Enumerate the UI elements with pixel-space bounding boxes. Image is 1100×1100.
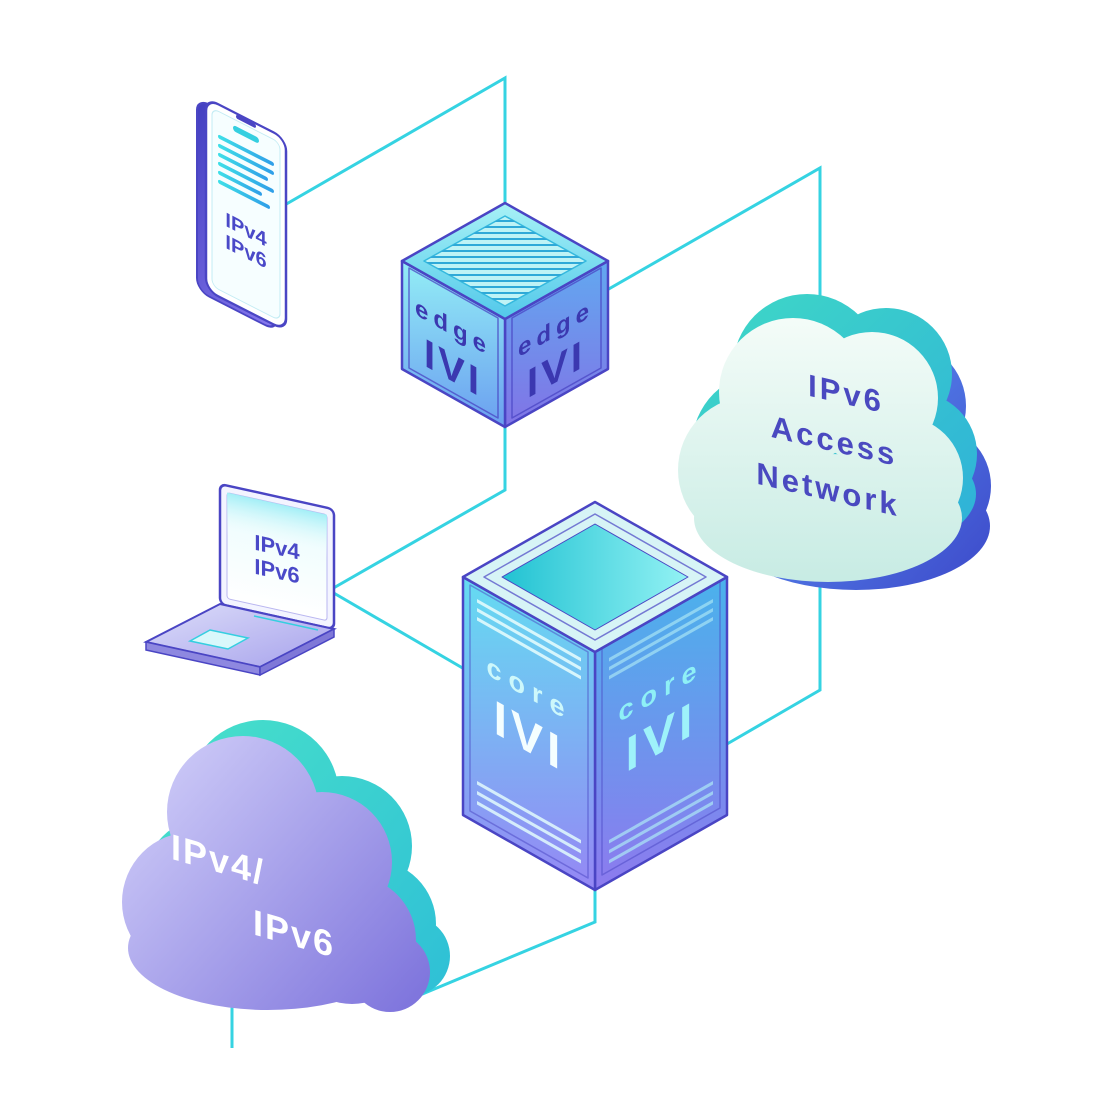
edge-cube-left-inset-border <box>408 267 499 419</box>
edge-router-cube: edge IVI edge IVI <box>400 201 610 429</box>
core-top-panel <box>501 523 689 631</box>
core-right-bottom-vents <box>609 780 713 864</box>
smartphone: IPv4 IPv6 <box>196 101 288 328</box>
core-left-bottom-vents <box>477 780 581 864</box>
access-cloud-body <box>678 318 963 582</box>
core-left-top-vents <box>477 598 581 680</box>
link-core-dualstackcloud <box>407 884 597 1002</box>
core-right-inset-border <box>601 580 721 876</box>
phone-notch <box>236 115 256 128</box>
laptop-screen-glow <box>227 492 327 559</box>
ipv4-ipv6-cloud: IPv4/ IPv6 <box>122 720 450 1012</box>
phone-screen-lines <box>218 134 274 209</box>
core-router-box: core IVI core IVI <box>461 500 729 892</box>
laptop-base-right <box>259 627 335 677</box>
ipv6-access-cloud: IPv6 Access Network <box>678 294 991 590</box>
core-top-mid-border <box>483 513 707 641</box>
dual-cloud-body <box>122 736 430 1012</box>
core-right-top-vents <box>609 598 713 680</box>
phone-screen <box>211 110 281 319</box>
phone-speaker <box>233 125 259 143</box>
core-left-inset-border <box>469 584 589 879</box>
edge-cube-right-inset-border <box>511 267 602 419</box>
laptop-deck-line <box>253 615 319 631</box>
laptop-trackpad <box>187 629 251 650</box>
link-laptop-core <box>319 583 467 672</box>
laptop: IPv4 IPv6 <box>143 483 337 677</box>
